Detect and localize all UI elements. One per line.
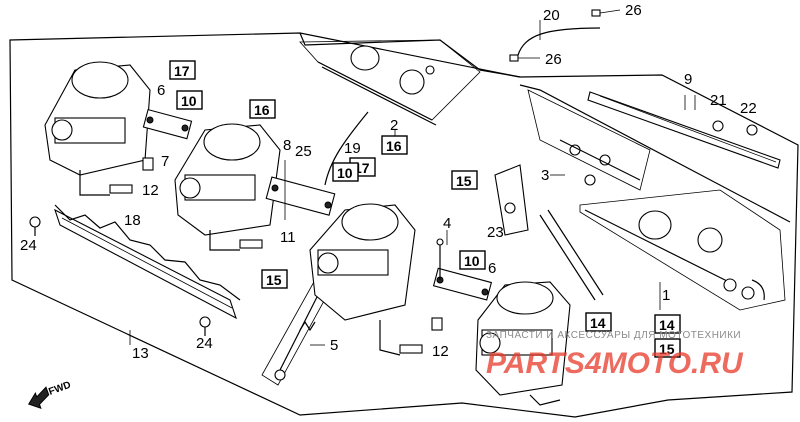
screw-23 bbox=[504, 202, 516, 214]
callout-6-right: 6 bbox=[488, 260, 496, 277]
svg-text:10: 10 bbox=[464, 253, 480, 269]
callout-21: 21 bbox=[710, 92, 727, 109]
callout-22: 22 bbox=[740, 100, 757, 117]
boxed-callout-10-right: 10 bbox=[459, 250, 486, 270]
svg-text:14: 14 bbox=[590, 315, 606, 331]
linkage-8-11 bbox=[265, 176, 336, 216]
svg-text:15: 15 bbox=[456, 173, 472, 189]
screw-21 bbox=[712, 120, 724, 132]
linkage-6-10-left bbox=[142, 108, 193, 140]
boxed-callout-14-right: 14 bbox=[654, 314, 681, 334]
rail-9 bbox=[587, 91, 781, 169]
linkage-6-10-right bbox=[432, 267, 493, 301]
svg-text:17: 17 bbox=[174, 63, 190, 79]
callout-4: 4 bbox=[443, 215, 451, 232]
linkage-plate-right bbox=[527, 89, 651, 191]
svg-text:15: 15 bbox=[266, 272, 282, 288]
svg-text:10: 10 bbox=[181, 93, 197, 109]
svg-text:15: 15 bbox=[659, 341, 675, 357]
rod-4 bbox=[436, 238, 444, 280]
callout-13: 13 bbox=[132, 345, 149, 362]
callout-5: 5 bbox=[330, 337, 338, 354]
screw-24-left bbox=[29, 216, 41, 236]
carburetor-1 bbox=[44, 61, 151, 196]
callout-12-right: 12 bbox=[432, 343, 449, 360]
boxed-callout-15-bottom: 15 bbox=[654, 338, 681, 358]
boxed-callout-10-top: 10 bbox=[176, 90, 203, 110]
carburetor-4 bbox=[475, 281, 571, 406]
callout-18: 18 bbox=[124, 212, 141, 229]
callout-19: 19 bbox=[344, 140, 361, 157]
boxed-callout-15-left: 15 bbox=[261, 269, 288, 289]
carburetor-3 bbox=[309, 203, 423, 356]
spring-12-left bbox=[142, 157, 154, 171]
callout-26-top: 26 bbox=[625, 2, 642, 19]
carburetor-2 bbox=[174, 123, 281, 251]
svg-text:16: 16 bbox=[386, 138, 402, 154]
boxed-callout-14-carb: 14 bbox=[585, 312, 612, 332]
watermark: ЗАПЧАСТИ И АКСЕССУАРЫ ДЛЯ МОТОТЕХНИКИ PA… bbox=[486, 330, 744, 380]
callout-25: 25 bbox=[295, 143, 312, 160]
svg-text:FWD: FWD bbox=[47, 380, 72, 398]
bracket-3 bbox=[494, 164, 604, 301]
callout-12-left: 12 bbox=[142, 182, 159, 199]
callout-3: 3 bbox=[541, 167, 549, 184]
assembly-outline bbox=[9, 32, 799, 418]
callout-9: 9 bbox=[684, 71, 692, 88]
callout-24-left: 24 bbox=[20, 237, 37, 254]
svg-text:14: 14 bbox=[659, 317, 675, 333]
callout-20: 20 bbox=[543, 7, 560, 24]
boxed-callout-16-left: 16 bbox=[249, 99, 276, 119]
callout-2: 2 bbox=[390, 117, 398, 134]
screw-22 bbox=[746, 124, 758, 136]
boxed-callout-17-top: 17 bbox=[169, 60, 196, 80]
callout-26-mid: 26 bbox=[545, 51, 562, 68]
screw-24-bottom bbox=[199, 316, 211, 336]
boxed-callout-10-mid: 10 bbox=[332, 162, 359, 182]
boxed-callout-15-right: 15 bbox=[451, 170, 478, 190]
inner-outline-right bbox=[519, 84, 791, 223]
callout-24-bottom: 24 bbox=[196, 335, 213, 352]
callout-1: 1 bbox=[662, 287, 670, 304]
svg-text:16: 16 bbox=[254, 102, 270, 118]
callout-7: 7 bbox=[161, 153, 169, 170]
watermark-small-text: ЗАПЧАСТИ И АКСЕССУАРЫ ДЛЯ МОТОТЕХНИКИ bbox=[486, 330, 741, 341]
svg-text:10: 10 bbox=[337, 165, 353, 181]
spring-12-right bbox=[431, 317, 443, 331]
callout-11: 11 bbox=[280, 229, 296, 246]
throttle-plate-1 bbox=[579, 189, 786, 311]
callout-6-left: 6 bbox=[157, 82, 165, 99]
fwd-arrow: FWD bbox=[27, 380, 72, 410]
callout-8: 8 bbox=[283, 137, 291, 154]
bar-13 bbox=[54, 204, 241, 320]
watermark-logo-text: PARTS4MOTO.RU bbox=[486, 347, 744, 380]
callout-23: 23 bbox=[487, 224, 504, 241]
hose-19 bbox=[324, 111, 369, 186]
boxed-callout-16-mid: 16 bbox=[381, 135, 408, 155]
linkage-plate-top bbox=[299, 39, 481, 126]
